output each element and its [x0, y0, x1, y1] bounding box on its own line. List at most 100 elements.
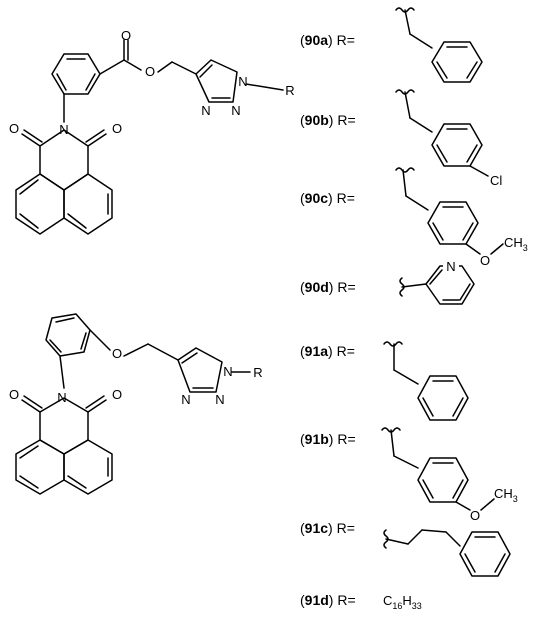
carbonyl-double-bond [87, 133, 107, 147]
bond [401, 283, 427, 288]
bond [89, 329, 111, 351]
compound-label: (91a) R= [300, 343, 355, 359]
bond [171, 61, 197, 75]
benzene-double-bond [494, 553, 506, 573]
methyl-label: CH3 [494, 486, 518, 504]
phenyl-double-bond [55, 317, 75, 323]
benzene-ring [431, 41, 483, 83]
pyridine-double-bond [459, 283, 471, 301]
naphthalene-double-bond [19, 213, 39, 229]
naphthalene-ring-right [63, 173, 113, 235]
benzene-double-bond [452, 397, 464, 417]
phenyl-ring [45, 313, 91, 357]
chlorine-label: Cl [490, 173, 502, 188]
methyl-label: CH3 [504, 235, 528, 253]
bond [99, 59, 125, 75]
imide-oxygen-label: O [9, 387, 19, 402]
pyridine-double-bond [429, 269, 443, 285]
bond [455, 501, 471, 511]
pyridine-ring [425, 265, 475, 305]
substituent-91b: (91b) R= O CH3 [300, 427, 518, 523]
benzene-double-bond [422, 397, 434, 417]
imide-oxygen-label: O [9, 121, 19, 136]
benzene-double-bond [422, 479, 434, 499]
benzene-ring [431, 123, 483, 167]
compound-label: (90c) R= [300, 190, 355, 206]
triazole-nitrogen-label: N [231, 103, 240, 118]
phenyl-ring [51, 53, 101, 95]
substituent-91c: (91c) R= [300, 520, 511, 577]
bond [421, 529, 447, 533]
naphthalene-ring-left [15, 173, 65, 235]
wavy-attachment-icon [395, 167, 415, 173]
bond [402, 169, 407, 197]
phenyl-double-bond [80, 332, 87, 350]
triazole-nitrogen-label: N [215, 392, 224, 407]
bond [405, 195, 429, 211]
triazole-nitrogen-label: N [181, 392, 190, 407]
bond [404, 9, 411, 35]
benzene-double-bond [436, 144, 448, 163]
triazole-ring [177, 347, 223, 393]
ester-oxygen-label: O [145, 64, 155, 79]
substituent-90d: (90d) R= N [300, 259, 475, 305]
molecule-90-series: O O O N O N N N R [9, 28, 295, 235]
bond [465, 243, 481, 255]
triazole-nitrogen-label: N [201, 103, 210, 118]
imide-nitrogen-label: N [57, 390, 66, 405]
benzene-ring [459, 531, 511, 577]
carbonyl-double-bond [85, 129, 105, 143]
carbonyl-double-bond [21, 133, 41, 147]
carbonyl-double-bond [85, 395, 105, 409]
r-group-label: R [285, 83, 294, 98]
carbonyl-oxygen-label: O [121, 28, 131, 43]
benzene-double-bond [436, 61, 448, 79]
ether-oxygen-label: O [112, 346, 122, 361]
bond [123, 59, 142, 71]
substituent-90c: (90c) R= O CH3 [300, 167, 528, 268]
carbonyl-double-bond [87, 399, 107, 413]
phenyl-double-bond [56, 73, 67, 91]
bond [393, 369, 419, 385]
wavy-attachment-icon [383, 341, 403, 347]
imide-nitrogen-label: N [59, 122, 68, 137]
triazole-nitrogen-label: N [223, 364, 232, 379]
bond [469, 165, 489, 177]
compound-label: (90a) R= [300, 32, 355, 48]
bond [407, 529, 423, 545]
carbonyl-double-bond [21, 399, 41, 413]
substituent-90b: (90b) R= Cl [300, 89, 502, 188]
benzene-ring [417, 457, 469, 503]
benzene-double-bond [462, 222, 474, 241]
pyridine-nitrogen-label: N [446, 259, 455, 274]
bond [445, 531, 461, 547]
carbonyl-double-bond [23, 395, 43, 409]
naphthalene-double-bond [67, 475, 87, 489]
bond [393, 455, 419, 469]
bond [480, 498, 495, 511]
benzene-ring [417, 375, 469, 421]
bond [157, 61, 173, 73]
bond [404, 91, 411, 119]
naphthalene-double-bond [19, 179, 39, 195]
bond [147, 343, 179, 361]
oxygen-label: O [470, 508, 480, 523]
compound-label: (90b) R= [300, 112, 356, 128]
triazole-nitrogen-label: N [238, 74, 247, 89]
benzene-double-bond [466, 144, 478, 163]
bond [123, 343, 149, 357]
bond [245, 83, 284, 91]
imide-ring [39, 129, 89, 191]
naphthalene-ring-left [15, 439, 65, 495]
imide-ring [39, 397, 89, 455]
oxygen-label: O [480, 253, 490, 268]
bond [390, 429, 395, 457]
label-backdrop [443, 259, 459, 273]
naphthalene-double-bond [67, 213, 87, 229]
naphthalene-ring-right [63, 439, 113, 495]
compound-label: (90d) R= [300, 279, 356, 295]
substituent-91d: (91d) R= C16H33 [300, 592, 422, 611]
bond [490, 243, 504, 255]
substituent-90a: (90a) R= [300, 7, 483, 83]
